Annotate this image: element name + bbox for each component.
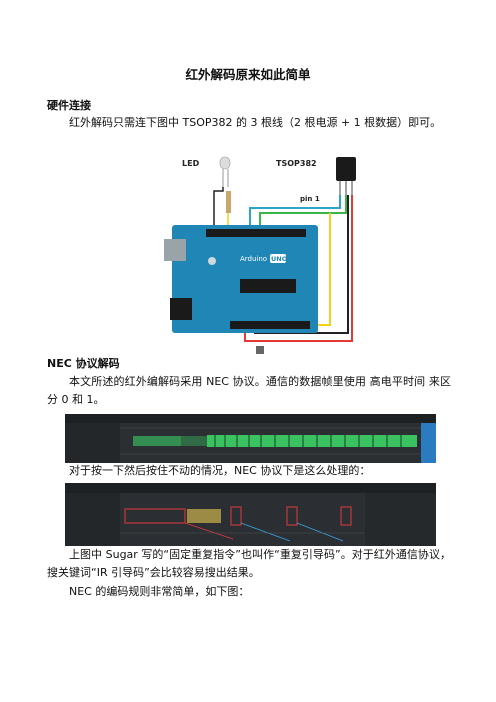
usb-port — [164, 239, 186, 261]
repeat-code-highlight-3 — [340, 506, 352, 526]
board-model: UNO — [271, 255, 288, 263]
signal-pulses — [207, 435, 417, 447]
led-label: LED — [182, 159, 200, 168]
paragraph-nec-intro: 本文所述的红外编解码采用 NEC 协议。通信的数据帧里使用 高电平时间 来区分 … — [47, 375, 451, 406]
repeat-code-highlight-2 — [286, 506, 298, 526]
pin1-label: pin 1 — [300, 195, 320, 203]
board-brand: Arduino — [240, 255, 267, 263]
paragraph-hardware: 红外解码只需连下图中 TSOP382 的 3 根线（2 根电源 + 1 根数据）… — [69, 116, 442, 129]
arduino-wiring-figure: LED TSOP382 pin 1 — [160, 153, 364, 358]
led-icon — [219, 156, 231, 170]
analyzer-screenshot-1 — [65, 414, 436, 463]
logic-analyzer-capture-1 — [65, 414, 436, 463]
analyzer-screenshot-2 — [65, 483, 436, 546]
section-heading-nec: NEC 协议解码 — [47, 357, 120, 370]
paragraph-repeat-guide: 上图中 Sugar 写的“固定重复指令”也叫作“重复引导码”。对于红外通信协议，… — [47, 548, 451, 579]
resistor-icon — [226, 191, 231, 213]
paragraph-encoding-rule: NEC 的编码规则非常简单，如下图： — [69, 585, 250, 598]
power-jack — [170, 298, 192, 320]
command-frame-highlight — [124, 508, 186, 524]
tsop382-icon — [336, 157, 356, 181]
section-heading-hardware: 硬件连接 — [47, 99, 91, 112]
wiring-diagram: LED TSOP382 pin 1 — [160, 153, 364, 358]
paragraph-repeat: 对于按一下然后按住不动的情况，NEC 协议下是这么处理的： — [69, 464, 371, 477]
page-title: 红外解码原来如此简单 — [185, 67, 311, 82]
tsop-label: TSOP382 — [276, 159, 317, 168]
repeat-code-highlight-1 — [230, 506, 242, 526]
logic-analyzer-capture-2 — [65, 483, 436, 546]
